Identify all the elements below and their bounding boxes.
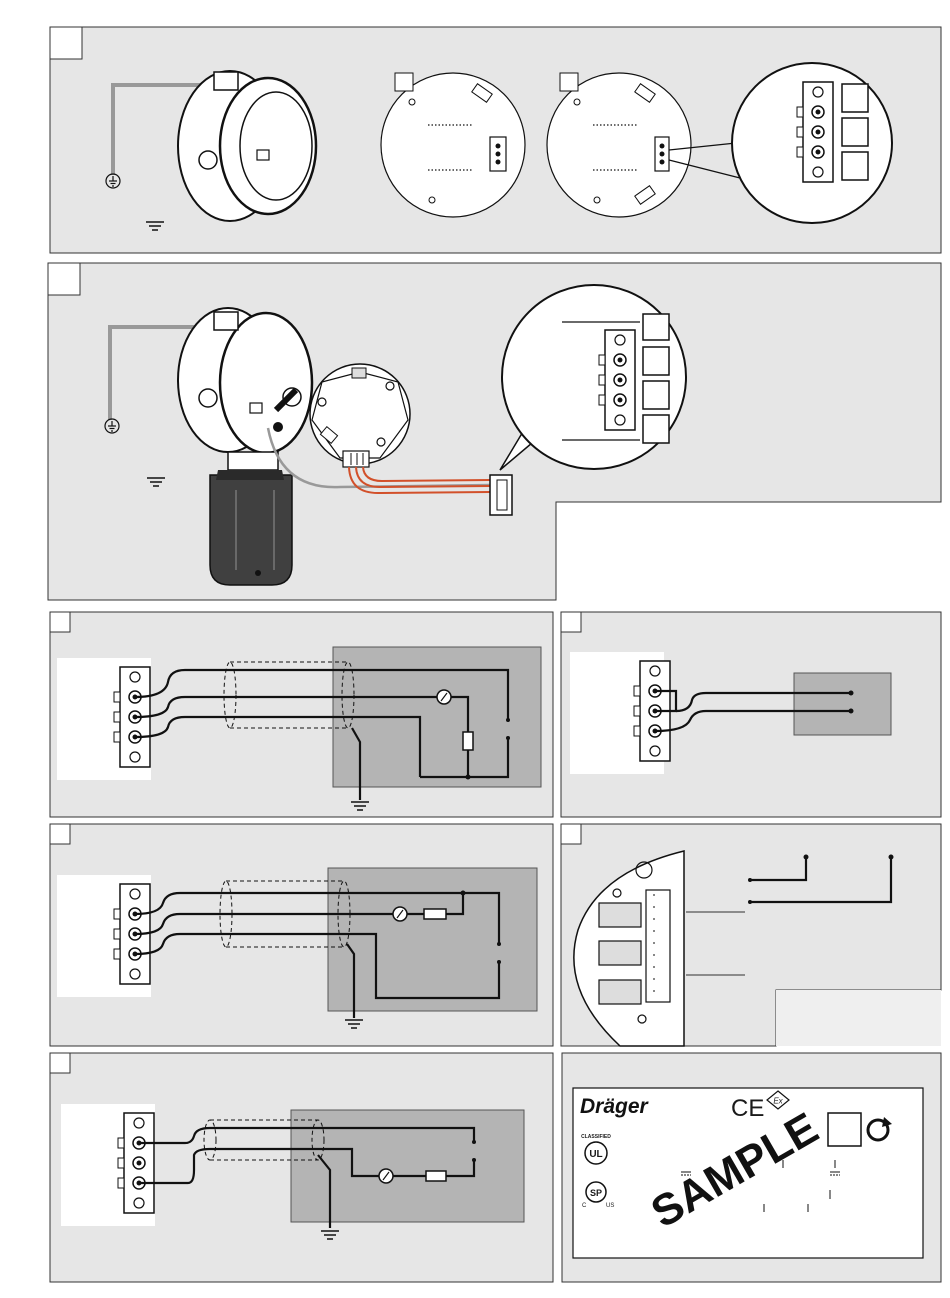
relay bbox=[599, 941, 641, 965]
panel-relay-board bbox=[561, 824, 941, 1046]
panel-wiring-3-wire-variant bbox=[50, 824, 553, 1046]
sensor-module bbox=[210, 475, 292, 585]
panel-wiring-2-wire bbox=[561, 612, 941, 817]
panel-mounting-overview bbox=[50, 27, 941, 253]
transmitter-housing bbox=[178, 71, 316, 221]
circuit-board-rear bbox=[547, 73, 691, 217]
meter-icon bbox=[393, 907, 407, 921]
meter-icon bbox=[379, 1169, 393, 1183]
terminal-block-icon bbox=[599, 330, 635, 430]
controller-box bbox=[794, 673, 891, 735]
relay bbox=[599, 980, 641, 1004]
circuit-board-front bbox=[381, 73, 525, 217]
controller-box bbox=[328, 868, 537, 1011]
connector-zoom-callout bbox=[500, 285, 686, 470]
resistor-icon bbox=[463, 732, 473, 750]
panel-sensor-connection bbox=[48, 263, 941, 600]
ce-mark: CE bbox=[731, 1095, 764, 1122]
terminal-strip bbox=[646, 890, 670, 1002]
svg-text:Ex: Ex bbox=[773, 1097, 783, 1106]
meter-icon bbox=[437, 690, 451, 704]
step-box bbox=[50, 27, 82, 59]
terminal-block-icon bbox=[118, 1113, 154, 1213]
panel-wiring-3-wire-shielded bbox=[50, 612, 553, 817]
svg-text:US: US bbox=[606, 1203, 614, 1209]
svg-text:SP: SP bbox=[590, 1188, 602, 1198]
resistor-icon bbox=[424, 909, 446, 919]
cable-connector bbox=[490, 475, 512, 515]
step-box bbox=[561, 824, 581, 844]
panel-wiring-2-wire-shielded bbox=[50, 1053, 553, 1282]
terminal-block-icon bbox=[797, 82, 833, 182]
resistor-icon bbox=[426, 1171, 446, 1181]
step-box bbox=[561, 612, 581, 632]
step-box bbox=[50, 612, 70, 632]
panel-rating-label: Dräger CE Ex UL CLASSIFIED SP C US bbox=[562, 1053, 941, 1282]
svg-text:CLASSIFIED: CLASSIFIED bbox=[581, 1134, 611, 1140]
step-box bbox=[50, 824, 70, 844]
step-box bbox=[50, 1053, 70, 1073]
terminal-zoom-callout bbox=[732, 63, 892, 223]
relay bbox=[599, 903, 641, 927]
step-box bbox=[48, 263, 80, 295]
svg-text:C: C bbox=[582, 1203, 587, 1209]
brand-logo: Dräger bbox=[580, 1095, 650, 1118]
qr-box bbox=[828, 1113, 861, 1146]
svg-text:UL: UL bbox=[589, 1149, 602, 1160]
